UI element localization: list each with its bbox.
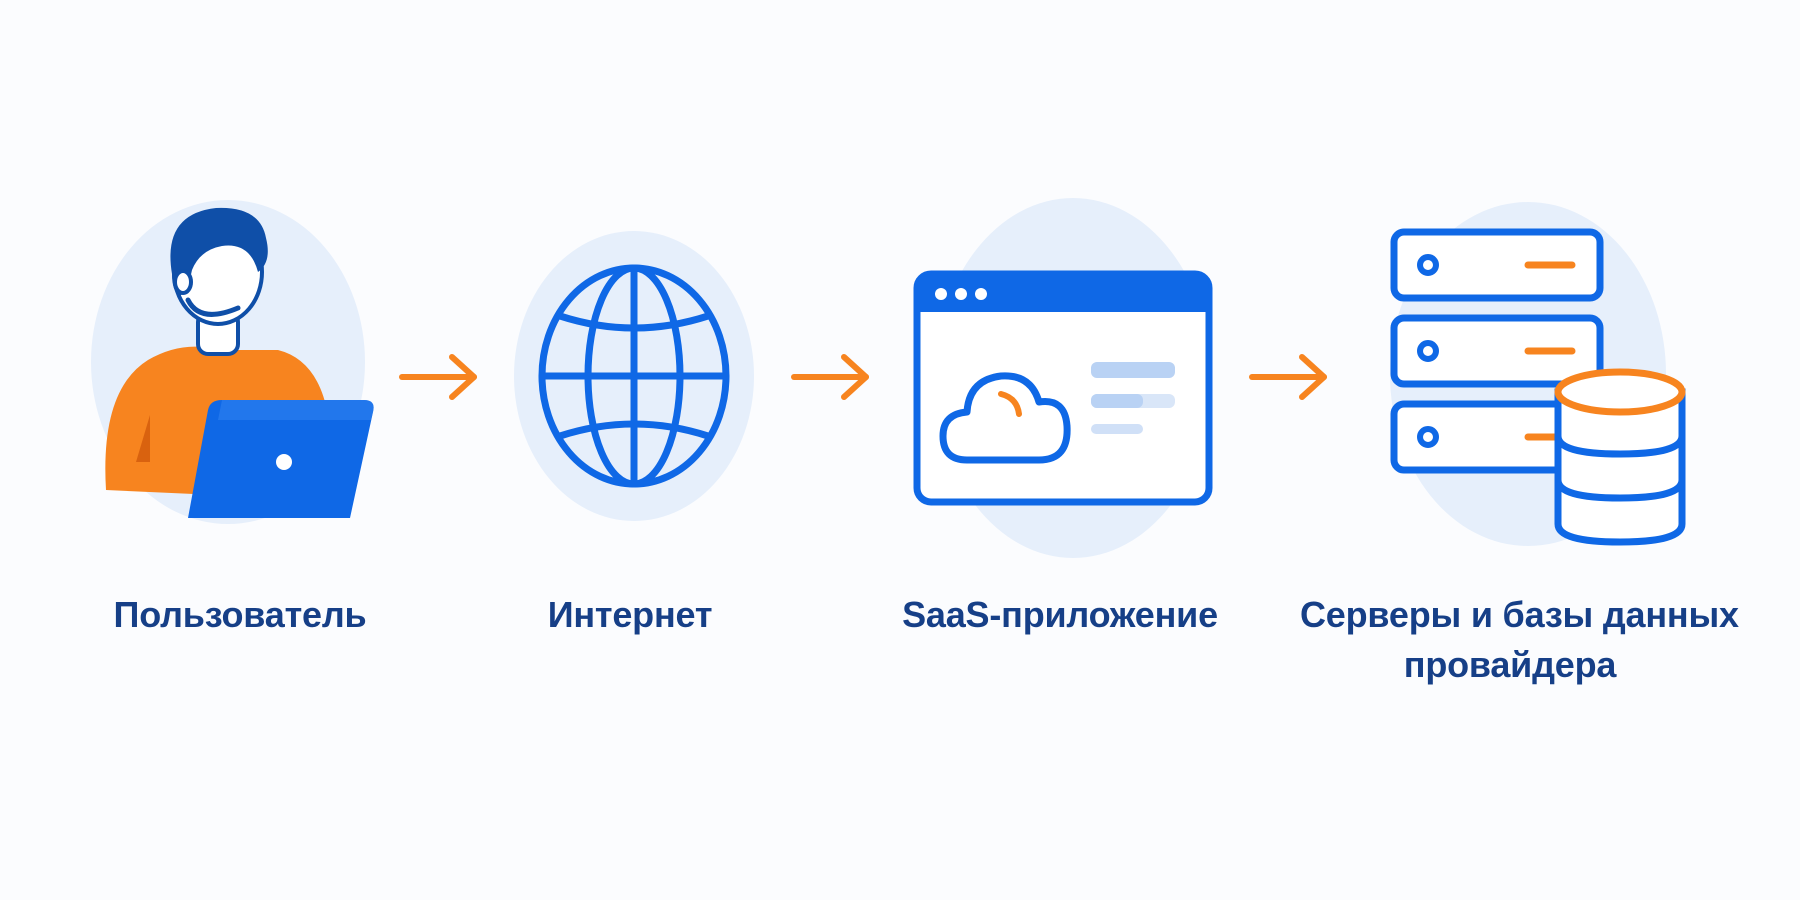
server-database-icon bbox=[1390, 202, 1686, 546]
browser-cloud-app-icon bbox=[913, 198, 1213, 558]
connector-user-to-internet bbox=[398, 352, 480, 402]
connector-internet-to-saas bbox=[790, 352, 872, 402]
node-label-user: Пользователь bbox=[90, 590, 390, 640]
label-line: Интернет bbox=[547, 594, 713, 635]
node-internet bbox=[512, 228, 756, 528]
globe-icon bbox=[514, 231, 754, 521]
label-line: SaaS-приложение bbox=[902, 594, 1218, 635]
node-saas bbox=[905, 198, 1225, 558]
node-label-internet: Интернет bbox=[480, 590, 780, 640]
label-line: Пользователь bbox=[113, 594, 367, 635]
arrow-right-icon bbox=[791, 354, 869, 400]
label-line: Серверы и базы данных bbox=[1300, 594, 1739, 635]
node-servers bbox=[1380, 196, 1700, 546]
node-label-saas: SaaS-приложение bbox=[880, 590, 1240, 640]
user-with-laptop-icon bbox=[91, 200, 374, 524]
node-user bbox=[88, 200, 388, 540]
arrow-right-icon bbox=[1249, 354, 1327, 400]
node-label-servers: Серверы и базы данных провайдера bbox=[1300, 590, 1739, 690]
connector-saas-to-servers bbox=[1248, 352, 1330, 402]
arrow-right-icon bbox=[399, 354, 477, 400]
label-line: провайдера bbox=[1403, 644, 1617, 685]
